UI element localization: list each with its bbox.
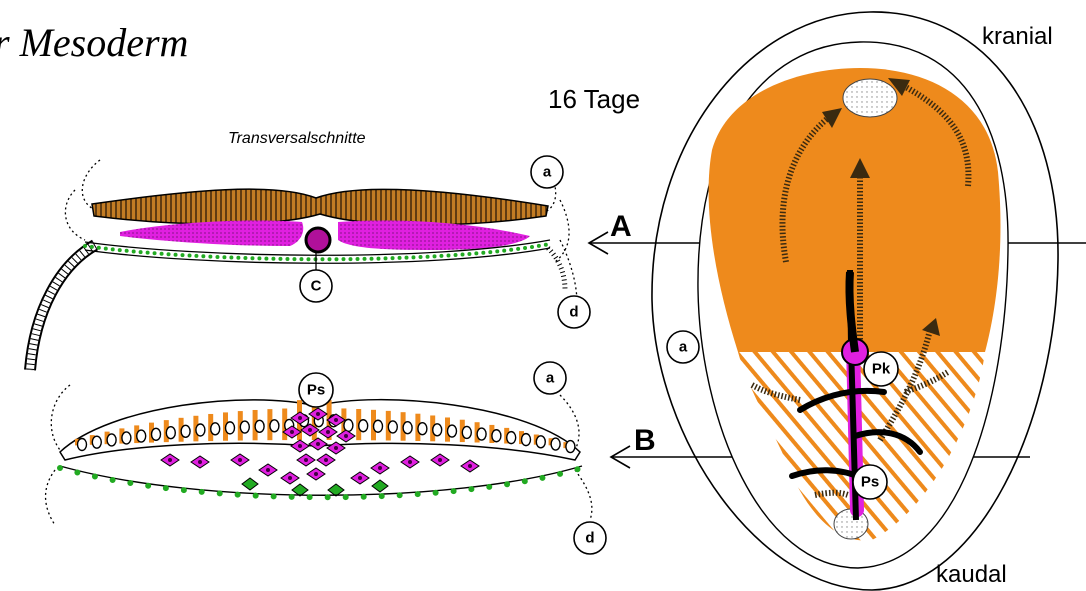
notochord [306,228,330,252]
mesoderm-cell-nucleus [468,464,472,468]
marker-d-section-b: d [574,522,606,554]
ectoderm-cell [240,421,249,433]
marker-a-section-b: a [534,362,566,394]
ectoderm-cell [166,427,175,439]
ectoderm-cell [388,421,397,433]
marker-pk: Pk [864,352,898,386]
mesoderm-cell-nucleus [438,458,442,462]
svg-text:Ps: Ps [861,474,879,491]
svg-text:C: C [311,278,322,295]
ectoderm-cell [92,436,101,448]
ectoderm-cell [374,420,383,432]
ectoderm-cell [344,419,353,431]
stage-label: 16 Tage [548,84,640,114]
ectoderm-cell [359,420,368,432]
mesoderm-cell-nucleus [298,416,302,420]
endoderm-cell [242,478,258,490]
ectoderm-cell [536,436,545,448]
orientation-top-label: kranial [982,23,1053,50]
ectoderm-cell [181,425,190,437]
ectoderm-cell [122,432,131,444]
ectoderm-cell [418,423,427,435]
mesoderm-cell-nucleus [288,476,292,480]
svg-text:a: a [543,164,552,181]
mesoderm-cell-nucleus [198,460,202,464]
mesoderm-cell-nucleus [408,460,412,464]
svg-text:Ps: Ps [307,382,325,399]
ectoderm-cell [551,438,560,450]
ectoderm-cell [507,432,516,444]
section-a-mesoderm-right [338,221,530,250]
ectoderm-cell [196,424,205,436]
mesoderm-cell-nucleus [314,472,318,476]
marker-a-section-a: a [531,156,563,188]
mesoderm-cell-nucleus [324,458,328,462]
mesoderm-cell-nucleus [316,412,320,416]
mesoderm-cell-nucleus [326,430,330,434]
ectoderm-cell [226,422,235,434]
svg-text:Pk: Pk [872,361,891,378]
mesoderm-cell-nucleus [266,468,270,472]
mesoderm-cell-nucleus [298,444,302,448]
mesoderm-cell-nucleus [378,466,382,470]
ectoderm-cell [403,422,412,434]
mesoderm-cell-nucleus [308,428,312,432]
section-label-b: B [634,424,656,457]
endoderm-cell [328,484,344,496]
endoderm-cell [372,480,388,492]
mesoderm-cell-nucleus [304,458,308,462]
embryo-disc [652,12,1058,590]
ectoderm-cell [270,420,279,432]
diagram-title: r Mesoderm [0,20,188,65]
section-a-ectoderm [92,189,548,225]
ectoderm-cell [211,423,220,435]
marker-d-section-a: d [558,296,590,328]
svg-text:d: d [585,530,594,547]
marker-a-disc: a [667,331,699,363]
ectoderm-cell [462,426,471,438]
mesoderm-cell-nucleus [358,476,362,480]
orientation-bottom-label: kaudal [936,561,1007,588]
mesoderm-cell-nucleus [316,442,320,446]
svg-text:a: a [546,370,555,387]
section-label-a: A [610,210,632,243]
mesoderm-cell-nucleus [334,418,338,422]
section-a [30,160,577,370]
ectoderm-cell [522,434,531,446]
sections-heading: Transversalschnitte [228,130,366,147]
ectoderm-cell [566,441,575,453]
ectoderm-cell [78,438,87,450]
marker-c: C [300,270,332,302]
ectoderm-cell [448,425,457,437]
mesoderm-cell-nucleus [344,434,348,438]
marker-ps-section-b: Ps [299,373,333,407]
section-a-mesoderm-left [120,220,303,246]
ectoderm-cell [492,430,501,442]
ectoderm-cell [477,428,486,440]
svg-text:a: a [679,339,688,356]
oropharyngeal-membrane [843,79,897,117]
ectoderm-cell [107,434,116,446]
svg-text:d: d [569,304,578,321]
mesoderm-cell-nucleus [334,446,338,450]
mesoderm-cell-nucleus [168,458,172,462]
ectoderm-cell [255,420,264,432]
mesoderm-cell-nucleus [290,430,294,434]
marker-ps-disc: Ps [853,465,887,499]
ectoderm-cell [433,424,442,436]
ectoderm-cell [137,430,146,442]
ectoderm-cell [152,428,161,440]
endoderm-cell [292,484,308,496]
mesoderm-cell-nucleus [238,458,242,462]
